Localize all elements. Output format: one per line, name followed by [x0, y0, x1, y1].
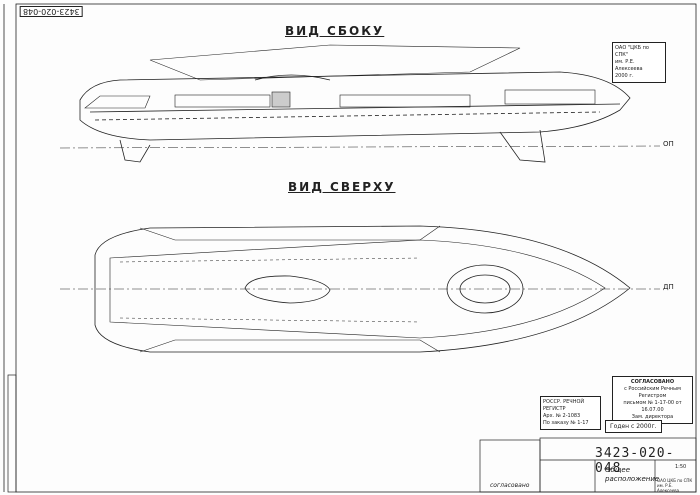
approval-title: СОГЛАСОВАНО: [630, 379, 675, 385]
valid-stamp: Годен с 2000г.: [605, 420, 662, 433]
sheet-frame: [15, 3, 697, 493]
side-view-title: ВИД СБОКУ: [285, 24, 385, 38]
rotated-drawing-number: 3423-020-048: [20, 6, 83, 17]
drawing-name-line2: расположение: [605, 475, 660, 483]
centerline-label: ДП: [663, 283, 674, 291]
register-archive: Арх. № 2-1083: [543, 413, 581, 419]
organization: ОАО ЦКБ по СПК им. Р.Е. Алексеева: [657, 478, 693, 493]
side-view-windows: [84, 89, 596, 109]
approval-stamp: СОГЛАСОВАНО с Российским Речным Регистро…: [612, 376, 693, 424]
side-view-hull: [59, 44, 661, 163]
register-order: По заказу № 1-17: [543, 420, 589, 426]
approval-line3: Зам. директора: [631, 414, 674, 420]
baseline-label: ОП: [663, 140, 674, 148]
register-stamp-title: РОССР. РЕЧНОЙ РЕГИСТР: [543, 399, 585, 412]
approval-line1: с Российским Речным Регистром: [624, 386, 681, 399]
maker-stamp-line2: им. Р.Е. Алексеева: [615, 59, 643, 72]
title-block-name: Общее расположение: [605, 466, 659, 484]
drawing-name-line1: Общее: [605, 466, 631, 474]
agreed-label: согласовано: [490, 482, 530, 489]
title-block-number: 3423-020-048: [595, 446, 675, 476]
top-view-hull: [60, 225, 660, 353]
scale: 1:50: [675, 464, 687, 470]
title-block-lines: [7, 374, 697, 493]
maker-stamp: ОАО "ЦКБ по СПК" им. Р.Е. Алексеева 2000…: [612, 42, 666, 83]
approval-line2: письмом № 1-17-00 от 16.07.00: [623, 400, 682, 413]
maker-stamp-line1: ОАО "ЦКБ по СПК": [615, 45, 649, 58]
register-stamp: РОССР. РЕЧНОЙ РЕГИСТР Арх. № 2-1083 По з…: [540, 396, 601, 430]
top-view-title: ВИД СВЕРХУ: [288, 180, 396, 194]
maker-stamp-line3: 2000 г.: [615, 73, 634, 79]
